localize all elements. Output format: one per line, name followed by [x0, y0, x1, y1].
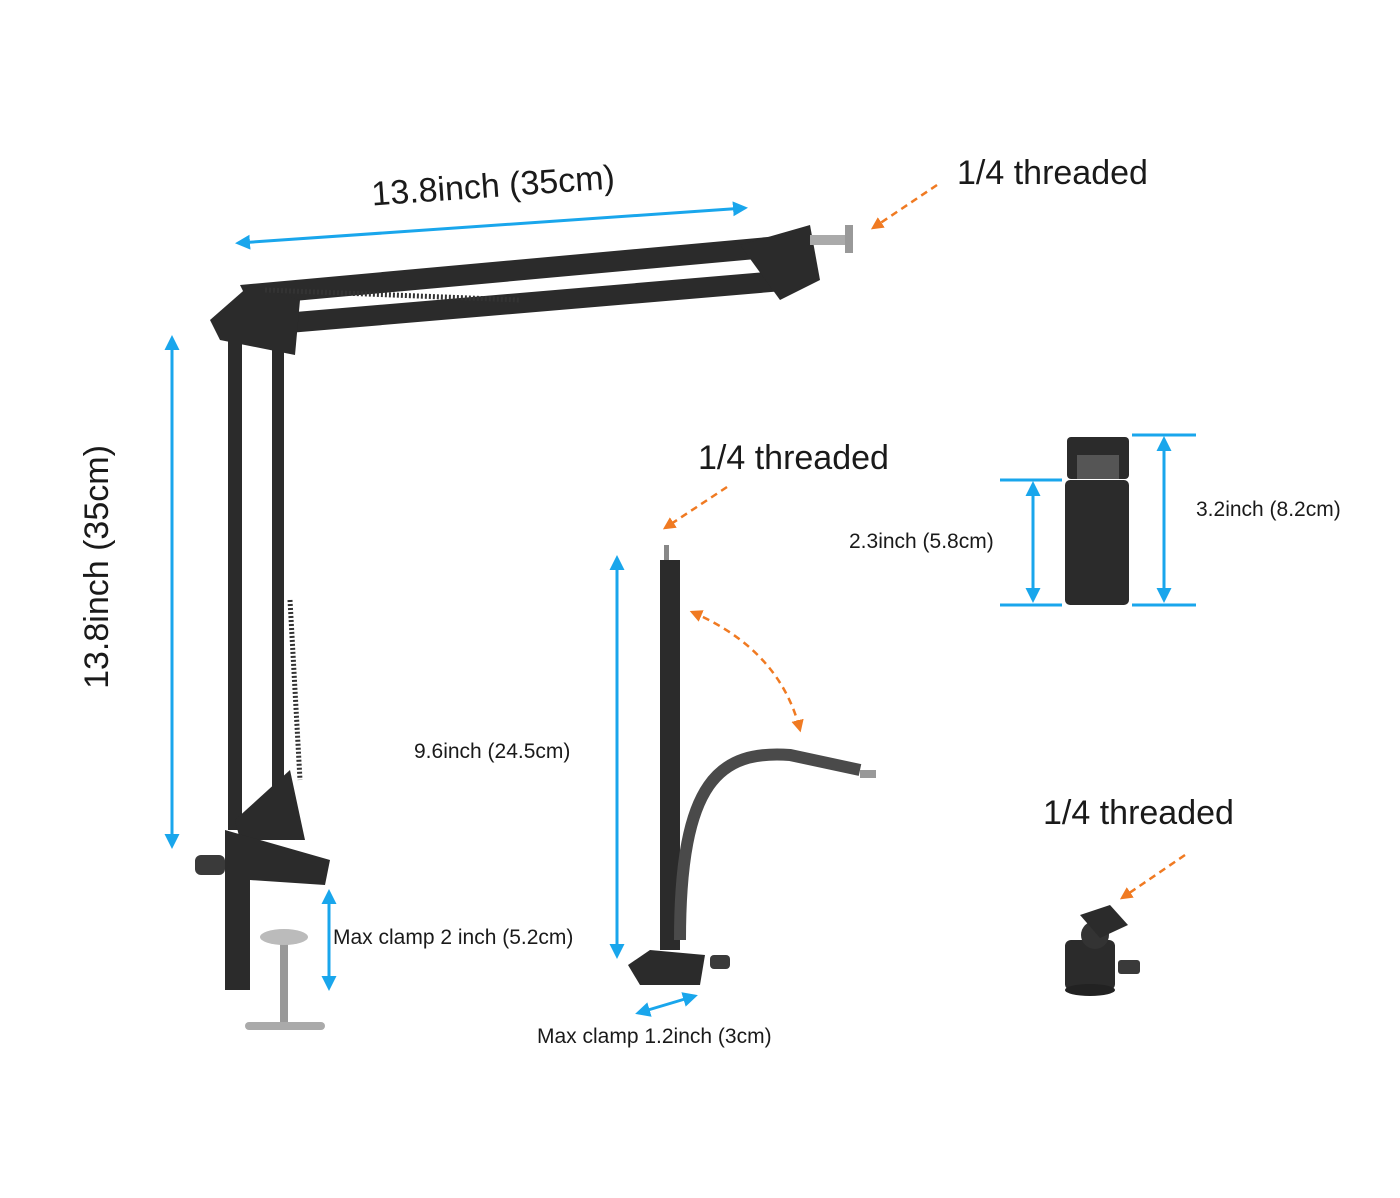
arm-length-dimension-line — [235, 201, 748, 250]
phone-max-label: 3.2inch (8.2cm) — [1196, 498, 1341, 521]
gooseneck-bend-pointer — [689, 610, 804, 733]
arm-clamp-label: Max clamp 2 inch (5.2cm) — [333, 926, 573, 949]
phone-min-label: 2.3inch (5.8cm) — [849, 530, 994, 553]
ball-head-thread-pointer — [1119, 853, 1186, 900]
gooseneck-clamp-dimension-line — [635, 992, 698, 1017]
ball-head-thread-label: 1/4 threaded — [1043, 794, 1234, 832]
ball-head — [1065, 905, 1140, 996]
boom-arm — [195, 225, 853, 1030]
arm-length-label: 13.8inch (35cm) — [370, 159, 616, 214]
gooseneck-height-label: 9.6inch (24.5cm) — [414, 740, 570, 763]
arm-thread-label: 1/4 threaded — [957, 154, 1148, 192]
phone-holder — [1065, 437, 1129, 605]
gooseneck-clamp-label: Max clamp 1.2inch (3cm) — [537, 1025, 772, 1048]
arm-height-label: 13.8inch (35cm) — [78, 445, 116, 689]
gooseneck-thread-pointer — [662, 485, 728, 530]
gooseneck-thread-label: 1/4 threaded — [698, 439, 889, 477]
gooseneck-holder — [628, 545, 876, 985]
arm-thread-pointer — [870, 183, 938, 230]
